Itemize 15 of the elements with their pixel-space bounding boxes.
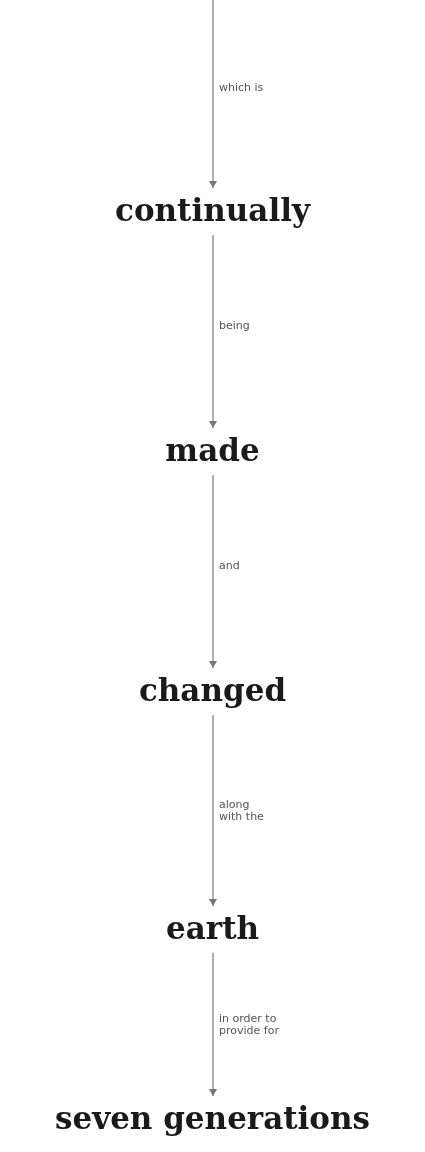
arrow bbox=[209, 234, 217, 429]
arrow bbox=[209, 714, 217, 907]
edge-label: which is bbox=[219, 82, 265, 95]
node-word: seven generations bbox=[54, 1100, 371, 1138]
arrow bbox=[209, 474, 217, 669]
arrow bbox=[209, 0, 217, 189]
node-word: continually bbox=[115, 192, 310, 230]
node-word: made bbox=[165, 432, 260, 470]
edge-label: in order to provide for bbox=[219, 1012, 280, 1038]
edge-label: being bbox=[219, 319, 251, 333]
node-word: changed bbox=[138, 672, 287, 710]
edge-label: and bbox=[219, 559, 241, 573]
node-word: earth bbox=[166, 910, 259, 948]
edge-label: along with the bbox=[219, 798, 265, 824]
arrow bbox=[209, 952, 217, 1097]
